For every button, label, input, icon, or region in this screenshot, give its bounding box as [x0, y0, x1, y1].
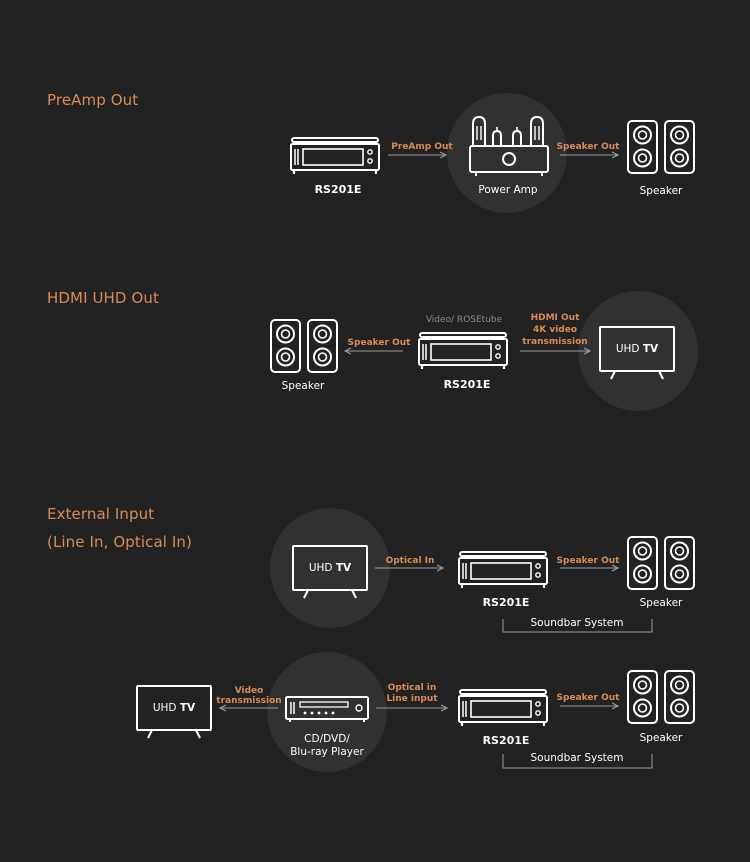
hdmi-tv-connection-2: 4K video: [533, 325, 577, 335]
preamp-source-label: RS201E: [315, 183, 362, 196]
preamp-connection-label: PreAmp Out: [391, 142, 453, 152]
speaker-icon: [627, 120, 695, 174]
cd-player-icon: [285, 696, 369, 722]
row1-tv-label: UHD TV: [309, 562, 352, 574]
row2-video-connection-1: Video: [235, 686, 264, 696]
external-title-line1: External Input: [47, 505, 155, 523]
row1-source-label: RS201E: [483, 596, 530, 609]
row1-soundbar-bracket: [502, 619, 653, 633]
row1-speaker-label: Speaker: [640, 597, 683, 609]
row1-connection-label: Optical In: [386, 556, 435, 566]
rs201e-icon: [457, 688, 549, 728]
external-title-line2: (Line In, Optical In): [47, 533, 192, 551]
preamp-speaker-connection-label: Speaker Out: [557, 142, 621, 152]
tv-highlight: [270, 508, 390, 628]
player-highlight: [267, 652, 387, 772]
tv-highlight: [578, 291, 698, 411]
row1-group-label: Soundbar System: [531, 617, 624, 629]
hdmi-speaker-label: Speaker: [282, 380, 325, 392]
row2-soundbar-bracket: [502, 754, 653, 769]
speaker-icon: [270, 319, 338, 373]
hdmi-tv-connection-1: HDMI Out: [531, 313, 580, 323]
rs201e-icon: [289, 136, 381, 176]
speaker-icon: [627, 536, 695, 590]
power-amp-icon: [469, 115, 549, 176]
hdmi-title: HDMI UHD Out: [47, 289, 159, 307]
row2-connection-1: Optical in: [388, 683, 437, 693]
hdmi-tv-connection-3: transmission: [522, 337, 587, 347]
row2-video-connection-2: transmission: [216, 696, 281, 706]
preamp-speaker-label: Speaker: [640, 185, 683, 197]
preamp-title: PreAmp Out: [47, 91, 139, 109]
power-amp-label: Power Amp: [478, 184, 537, 196]
hdmi-source-label: RS201E: [444, 378, 491, 391]
rs201e-icon: [457, 550, 549, 590]
rs201e-icon: [417, 331, 509, 371]
row1-speaker-connection-label: Speaker Out: [557, 556, 621, 566]
hdmi-tv-label: UHD TV: [616, 343, 659, 355]
row2-speaker-label: Speaker: [640, 732, 683, 744]
row2-source-label: RS201E: [483, 734, 530, 747]
hdmi-source-caption: Video/ ROSEtube: [426, 315, 503, 325]
row2-connection-2: Line input: [386, 694, 438, 704]
hdmi-speaker-connection-label: Speaker Out: [348, 338, 412, 348]
speaker-icon: [627, 670, 695, 724]
row2-player-label-2: Blu-ray Player: [290, 746, 364, 758]
row2-group-label: Soundbar System: [531, 752, 624, 764]
row2-player-label-1: CD/DVD/: [304, 733, 350, 745]
row2-speaker-connection-label: Speaker Out: [557, 693, 621, 703]
row2-tv-label: UHD TV: [153, 702, 196, 714]
